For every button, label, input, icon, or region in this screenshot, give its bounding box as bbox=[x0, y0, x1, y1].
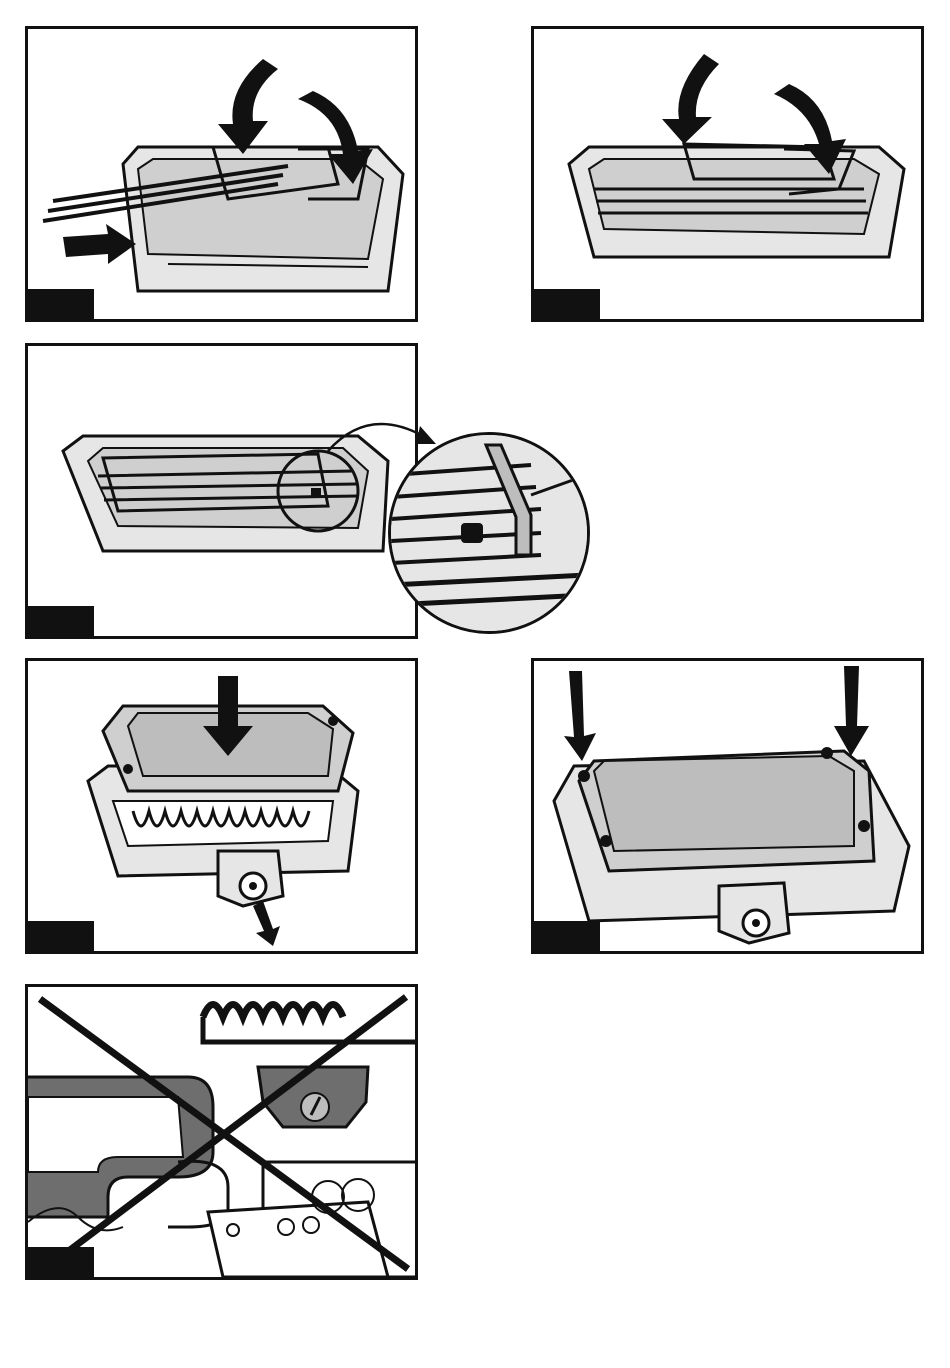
drip-tray-removal-illustration bbox=[28, 661, 415, 951]
tray-rack-clip-illustration bbox=[28, 346, 415, 636]
figure-panel-4 bbox=[25, 658, 418, 954]
figure-panel-5 bbox=[531, 658, 924, 954]
figure-number-tab bbox=[28, 606, 94, 636]
control-knob-icon bbox=[743, 910, 769, 936]
control-knob-icon bbox=[301, 1093, 329, 1121]
arrow-down-icon bbox=[218, 59, 278, 154]
arrow-right-icon bbox=[63, 224, 136, 264]
no-dishwasher-warning-illustration bbox=[28, 987, 415, 1277]
arrow-down-icon bbox=[834, 666, 869, 756]
tray-rack-seated-illustration bbox=[534, 29, 921, 319]
figure-panel-3 bbox=[25, 343, 418, 639]
drip-tray-placement-illustration bbox=[534, 661, 921, 951]
arrow-down-icon bbox=[253, 901, 280, 946]
clip-detail-illustration bbox=[391, 435, 587, 631]
arrow-down-icon bbox=[662, 54, 719, 144]
figure-number-tab bbox=[28, 921, 94, 951]
figure-panel-1 bbox=[25, 26, 418, 322]
magnified-clip-detail bbox=[388, 432, 590, 634]
tray-rack-insert-illustration bbox=[28, 29, 415, 319]
figure-panel-2 bbox=[531, 26, 924, 322]
arrow-down-icon bbox=[564, 671, 596, 761]
figure-number-tab bbox=[534, 921, 600, 951]
figure-number-tab bbox=[28, 1247, 94, 1277]
control-knob-icon bbox=[240, 873, 266, 899]
figure-panel-6 bbox=[25, 984, 418, 1280]
figure-number-tab bbox=[28, 289, 94, 319]
figure-number-tab bbox=[534, 289, 600, 319]
